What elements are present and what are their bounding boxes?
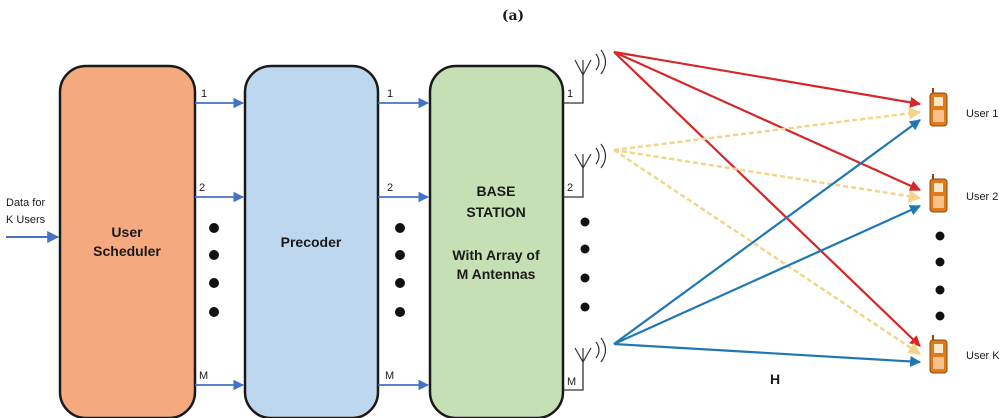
phone-icon bbox=[929, 88, 948, 127]
base-station-label-line2: STATION bbox=[466, 204, 525, 220]
user-label-k: User K bbox=[966, 350, 1000, 362]
stream-label-2b: 2 bbox=[387, 182, 393, 194]
stream-label-1b: 1 bbox=[387, 88, 393, 100]
base-station-label-line1: BASE bbox=[477, 183, 516, 199]
antenna-label-1: 1 bbox=[567, 88, 573, 100]
antenna-icon bbox=[574, 337, 607, 364]
ellipsis-dots-b bbox=[395, 223, 405, 317]
stream-label-1a: 1 bbox=[201, 88, 207, 100]
scheduler-label-line1: User bbox=[111, 224, 143, 240]
stream-label-mb: M bbox=[385, 370, 394, 382]
phone-icon bbox=[929, 174, 948, 213]
scheduler-label-line2: Scheduler bbox=[93, 243, 161, 259]
antenna-label-2: 2 bbox=[567, 182, 573, 194]
base-station-block bbox=[428, 64, 565, 418]
ellipsis-dots-a bbox=[209, 223, 219, 317]
user-scheduler-block bbox=[58, 64, 197, 418]
precoder-block bbox=[243, 64, 380, 418]
antenna-feeds bbox=[563, 75, 584, 391]
base-station-label-line4: M Antennas bbox=[457, 266, 536, 282]
figure-caption: (a) bbox=[502, 8, 524, 24]
antennaM-links bbox=[613, 119, 922, 367]
antenna2-links bbox=[613, 107, 922, 356]
phone-icon bbox=[929, 335, 948, 374]
input-label-line2: K Users bbox=[6, 214, 46, 226]
user-label-2: User 2 bbox=[966, 191, 998, 203]
antenna-icon bbox=[574, 49, 607, 77]
base-station-label-line3: With Array of bbox=[452, 247, 540, 263]
precoder-label: Precoder bbox=[281, 234, 342, 250]
user-label-1: User 1 bbox=[966, 108, 998, 120]
stream-label-2a: 2 bbox=[199, 182, 205, 194]
channel-label: H bbox=[770, 371, 780, 387]
antenna-icon bbox=[574, 143, 607, 170]
ellipsis-dots-c bbox=[580, 217, 590, 312]
stream-label-ma: M bbox=[199, 370, 208, 382]
ellipsis-dots-users bbox=[935, 231, 945, 321]
antenna-label-m: M bbox=[567, 376, 576, 388]
precoder-to-bs-streams bbox=[378, 97, 430, 391]
scheduler-to-precoder-streams bbox=[195, 97, 245, 391]
antenna1-links bbox=[613, 50, 922, 347]
input-label-line1: Data for bbox=[6, 197, 45, 209]
